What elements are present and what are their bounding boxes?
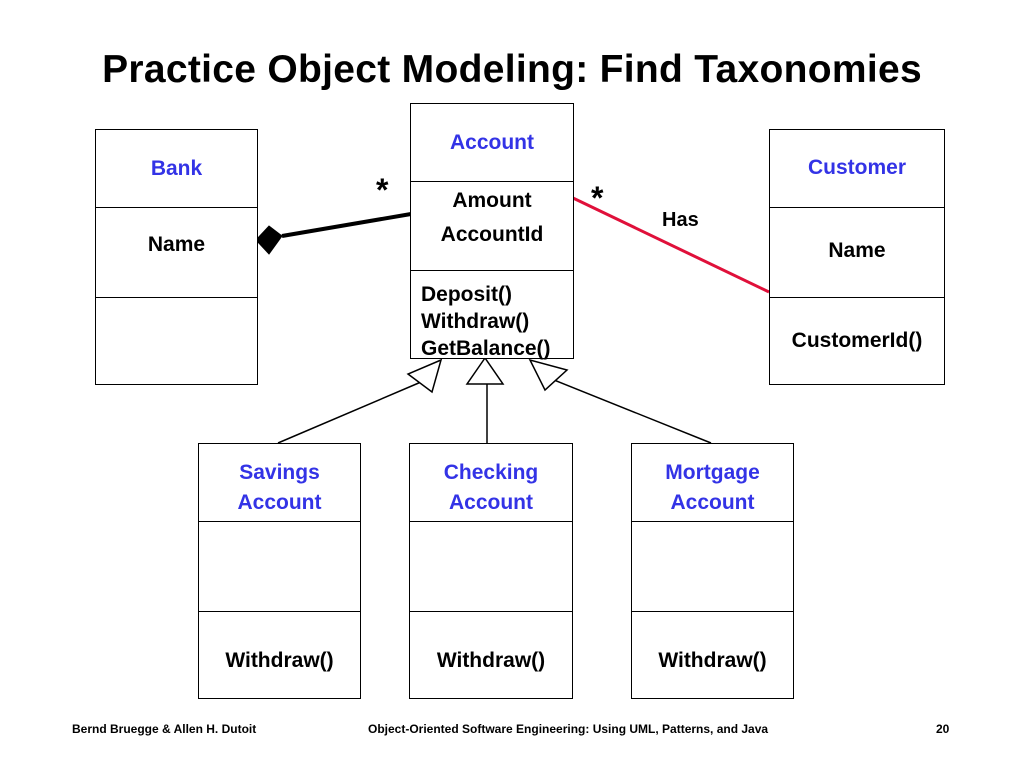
- aggregation-diamond: [255, 225, 283, 255]
- mortgage-account-class: Mortgage Account Withdraw(): [631, 443, 794, 699]
- mortgage-generalization-line: [553, 379, 712, 444]
- account-operations-compartment: Deposit() Withdraw() GetBalance(): [411, 270, 573, 360]
- account-op-getbalance: GetBalance(): [421, 337, 551, 360]
- mortgage-class-name-line1: Mortgage: [665, 461, 760, 484]
- mortgage-attributes-compartment: [632, 521, 793, 611]
- bank-account-multiplicity: *: [376, 172, 389, 208]
- account-name-compartment: Account: [411, 104, 573, 181]
- customer-operations-compartment: CustomerId(): [770, 297, 944, 386]
- customer-attribute-name: Name: [828, 239, 886, 262]
- customer-class-name: Customer: [807, 156, 907, 179]
- mortgage-inheritance-triangle: [528, 358, 569, 392]
- savings-class-name-line1: Savings: [239, 461, 320, 484]
- footer-book-title: Object-Oriented Software Engineering: Us…: [368, 722, 769, 736]
- checking-inheritance-triangle: [465, 356, 505, 385]
- savings-attributes-compartment: [199, 521, 360, 611]
- account-attributes-compartment: Amount AccountId: [411, 181, 573, 270]
- account-attribute-amount: Amount: [452, 189, 532, 212]
- savings-operations-compartment: Withdraw(): [199, 611, 360, 700]
- savings-account-class: Savings Account Withdraw(): [198, 443, 361, 699]
- footer-authors: Bernd Bruegge & Allen H. Dutoit: [72, 722, 257, 736]
- account-op-withdraw: Withdraw(): [421, 310, 530, 333]
- customer-name-compartment: Customer: [770, 130, 944, 207]
- checking-class-name-line1: Checking: [443, 461, 539, 484]
- checking-operations-compartment: Withdraw(): [410, 611, 572, 700]
- footer-page-number: 20: [936, 722, 950, 736]
- customer-op-customerid: CustomerId(): [791, 329, 923, 352]
- savings-op-withdraw: Withdraw(): [225, 649, 334, 672]
- account-op-deposit: Deposit(): [421, 283, 512, 306]
- bank-name-compartment: Bank: [96, 130, 257, 207]
- account-attribute-accountid: AccountId: [440, 223, 544, 246]
- savings-generalization-line: [277, 381, 422, 444]
- checking-op-withdraw: Withdraw(): [436, 649, 546, 672]
- bank-attribute-name: Name: [147, 233, 206, 256]
- checking-class-name-line2: Account: [449, 491, 533, 514]
- mortgage-class-name-line2: Account: [670, 491, 755, 514]
- account-customer-multiplicity: *: [591, 180, 604, 216]
- bank-operations-compartment: [96, 297, 257, 386]
- account-class-name: Account: [450, 131, 534, 154]
- savings-class-name-line2: Account: [237, 491, 322, 514]
- customer-class: Customer Name CustomerId(): [769, 129, 945, 385]
- has-association-label: Has: [662, 209, 699, 231]
- bank-attributes-compartment: Name: [96, 207, 257, 297]
- slide-title: Practice Object Modeling: Find Taxonomie…: [102, 48, 922, 91]
- bank-account-association-line: [281, 212, 412, 238]
- savings-inheritance-triangle: [406, 358, 443, 394]
- bank-class: Bank Name: [95, 129, 258, 385]
- mortgage-op-withdraw: Withdraw(): [658, 649, 767, 672]
- checking-account-class: Checking Account Withdraw(): [409, 443, 573, 699]
- savings-name-compartment: Savings Account: [199, 444, 360, 521]
- customer-attributes-compartment: Name: [770, 207, 944, 297]
- account-customer-association-line: [572, 196, 770, 294]
- checking-attributes-compartment: [410, 521, 572, 611]
- mortgage-operations-compartment: Withdraw(): [632, 611, 793, 700]
- bank-class-name: Bank: [150, 157, 203, 180]
- account-class: Account Amount AccountId Deposit() Withd…: [410, 103, 574, 360]
- mortgage-name-compartment: Mortgage Account: [632, 444, 793, 521]
- checking-name-compartment: Checking Account: [410, 444, 572, 521]
